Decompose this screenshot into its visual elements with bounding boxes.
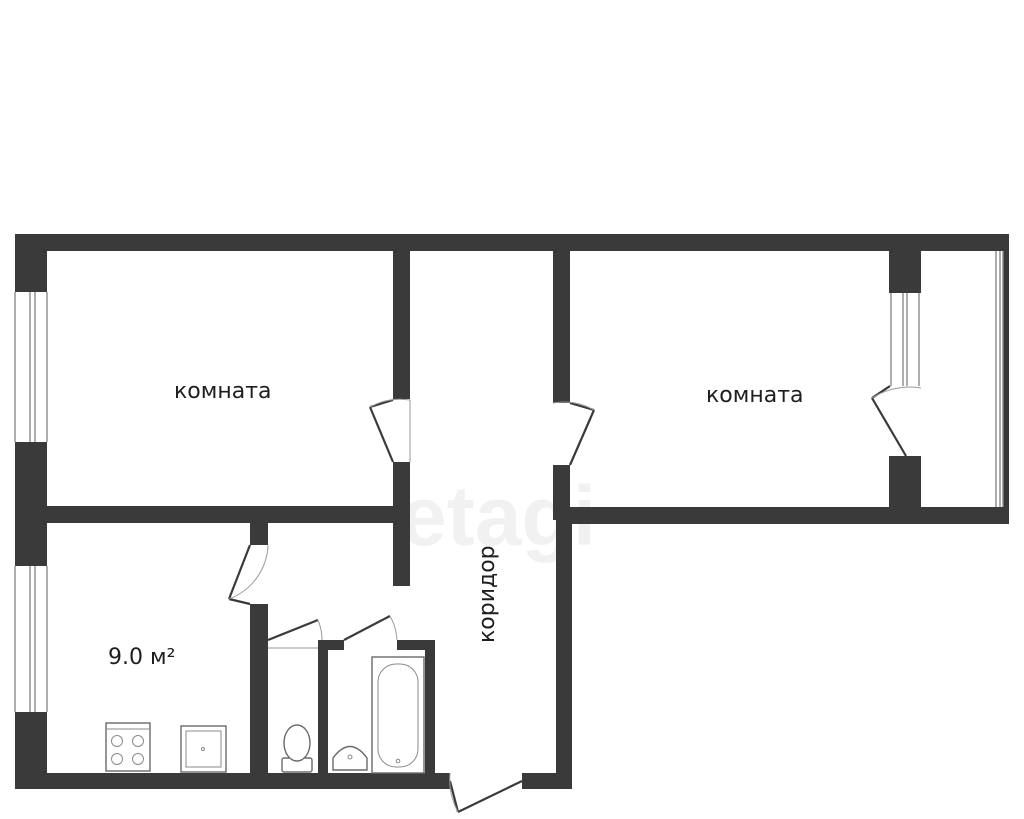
door-bathroom [343,615,398,641]
washbasin-icon [332,745,368,771]
stove-icon [105,722,151,772]
doors [227,385,922,813]
bathtub-icon [371,656,425,774]
window-kitchen [14,566,48,712]
window-balcony-door [890,293,920,386]
window-left-room [14,292,48,442]
door-right-room [552,401,596,466]
fixtures [105,656,425,774]
door-entrance [448,772,523,813]
door-kitchen [227,544,269,606]
toilet-icon [281,724,313,773]
kitchen-area-label: 9.0 м² [108,645,175,670]
windows [14,251,1004,712]
door-toilet [267,618,323,649]
room-left-label: комната [174,379,272,404]
door-left-room [368,398,411,463]
interior-walls [47,251,921,789]
kitchen-sink-icon [180,725,227,773]
door-balcony [871,385,922,457]
room-right-label: комната [706,383,804,408]
window-balcony [995,251,1004,507]
corridor-label: коридор [475,545,500,643]
room-labels: комната комната коридор 9.0 м² [108,379,804,670]
